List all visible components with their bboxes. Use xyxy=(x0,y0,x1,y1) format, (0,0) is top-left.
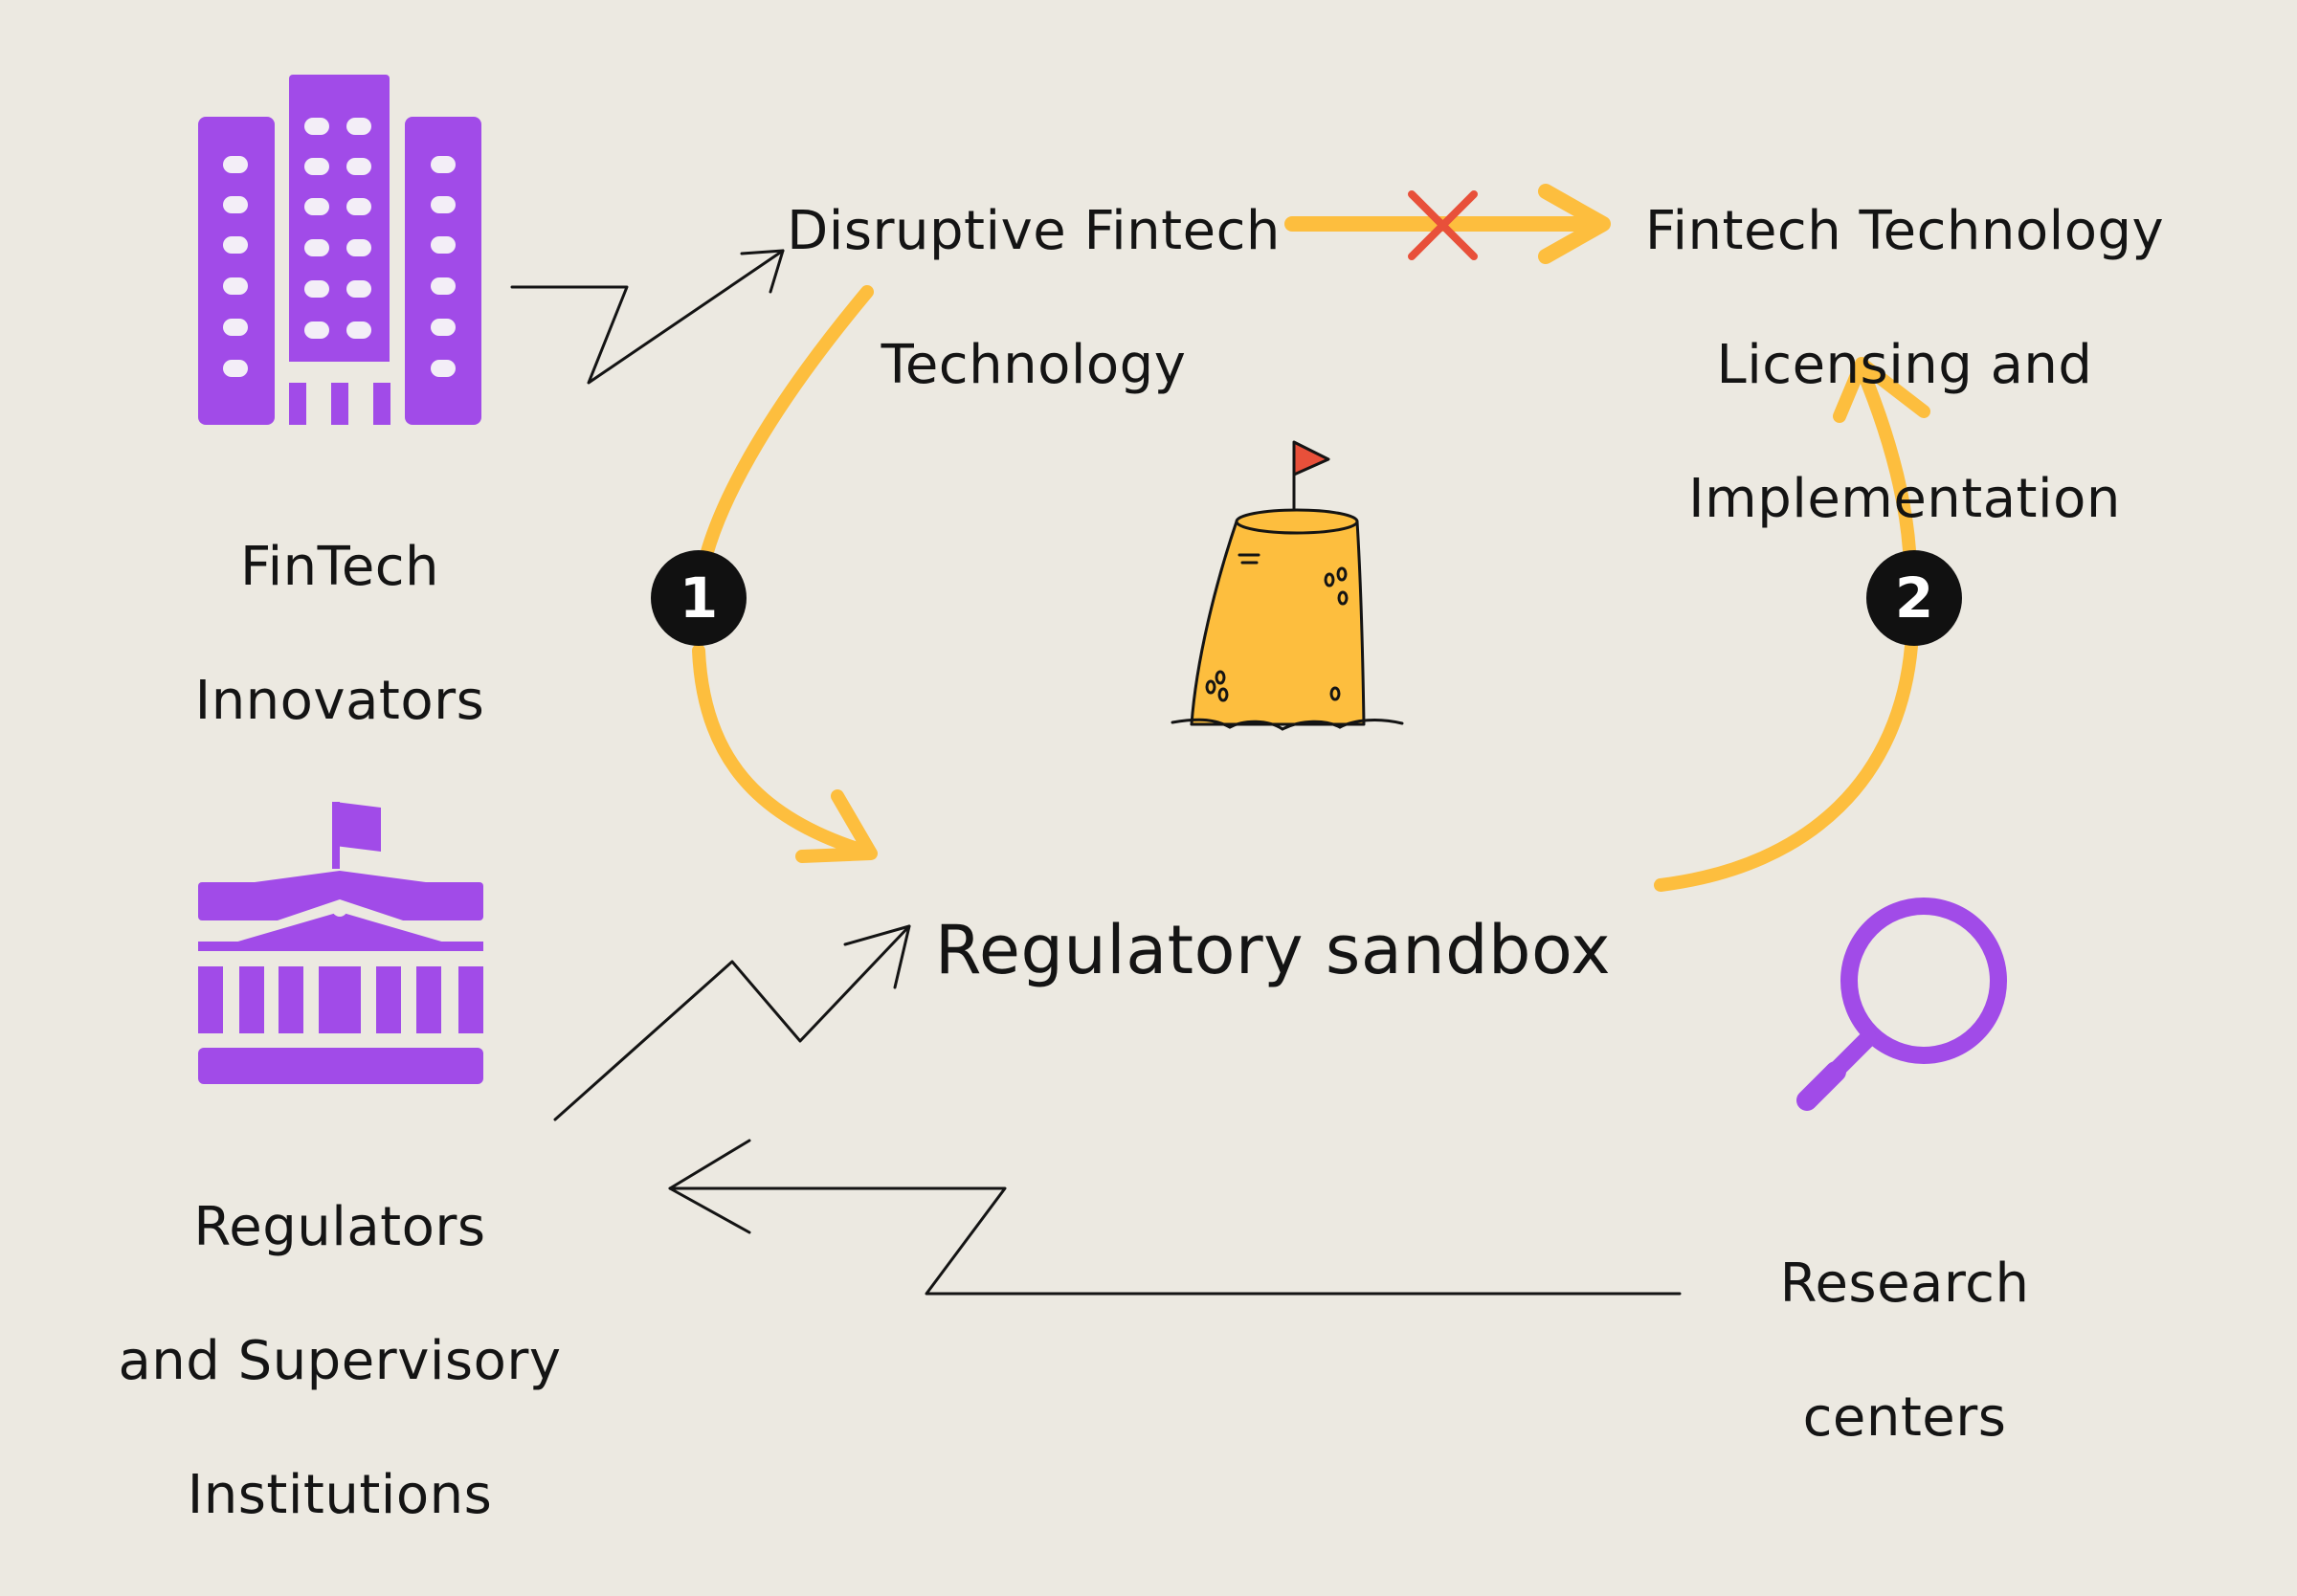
label-regulators-line1: Regulators xyxy=(193,1196,486,1258)
red-x-icon xyxy=(1408,190,1478,260)
diagram-canvas xyxy=(198,75,2007,1296)
curved-arrow-step-2 xyxy=(1654,357,1930,892)
label-fintech-innovators-line1: FinTech xyxy=(239,536,440,598)
magnifying-glass-icon xyxy=(1796,898,2007,1111)
label-licensing-line2: Licensing and xyxy=(1716,334,2093,396)
sandcastle-icon xyxy=(1171,440,1404,731)
label-regulators-line3: Institutions xyxy=(187,1464,493,1526)
label-licensing-line3: Implementation xyxy=(1688,468,2121,530)
label-licensing: Fintech Technology Licensing and Impleme… xyxy=(1579,131,2230,600)
government-building-icon xyxy=(198,802,483,1084)
label-research-centers-line2: centers xyxy=(1802,1386,2007,1449)
zigzag-arrow-research-to-regulators xyxy=(668,1139,1682,1296)
label-regulatory-sandbox-text: Regulatory sandbox xyxy=(934,911,1612,989)
label-fintech-innovators: FinTech Innovators xyxy=(153,467,526,802)
label-disruptive-fintech-line2: Technology xyxy=(881,334,1187,396)
office-buildings-icon xyxy=(198,75,481,425)
label-disruptive-fintech-line1: Disruptive Fintech xyxy=(787,200,1281,262)
zigzag-arrow-regulators-to-sandbox xyxy=(553,924,911,1121)
label-research-centers: Research centers xyxy=(1723,1184,2086,1518)
step-badge-2: 2 xyxy=(1866,550,1962,646)
label-disruptive-fintech: Disruptive Fintech Technology xyxy=(747,131,1321,466)
label-research-centers-line1: Research xyxy=(1779,1252,2030,1315)
label-regulators-line2: and Supervisory xyxy=(118,1330,562,1392)
step-badge-1: 1 xyxy=(651,550,747,646)
label-regulatory-sandbox: Regulatory sandbox xyxy=(881,821,1665,1079)
label-regulators: Regulators and Supervisory Institutions xyxy=(77,1127,603,1596)
label-licensing-line1: Fintech Technology xyxy=(1644,200,2165,262)
zigzag-arrow-innovators-to-disruptive xyxy=(510,249,785,385)
label-fintech-innovators-line2: Innovators xyxy=(194,670,485,732)
